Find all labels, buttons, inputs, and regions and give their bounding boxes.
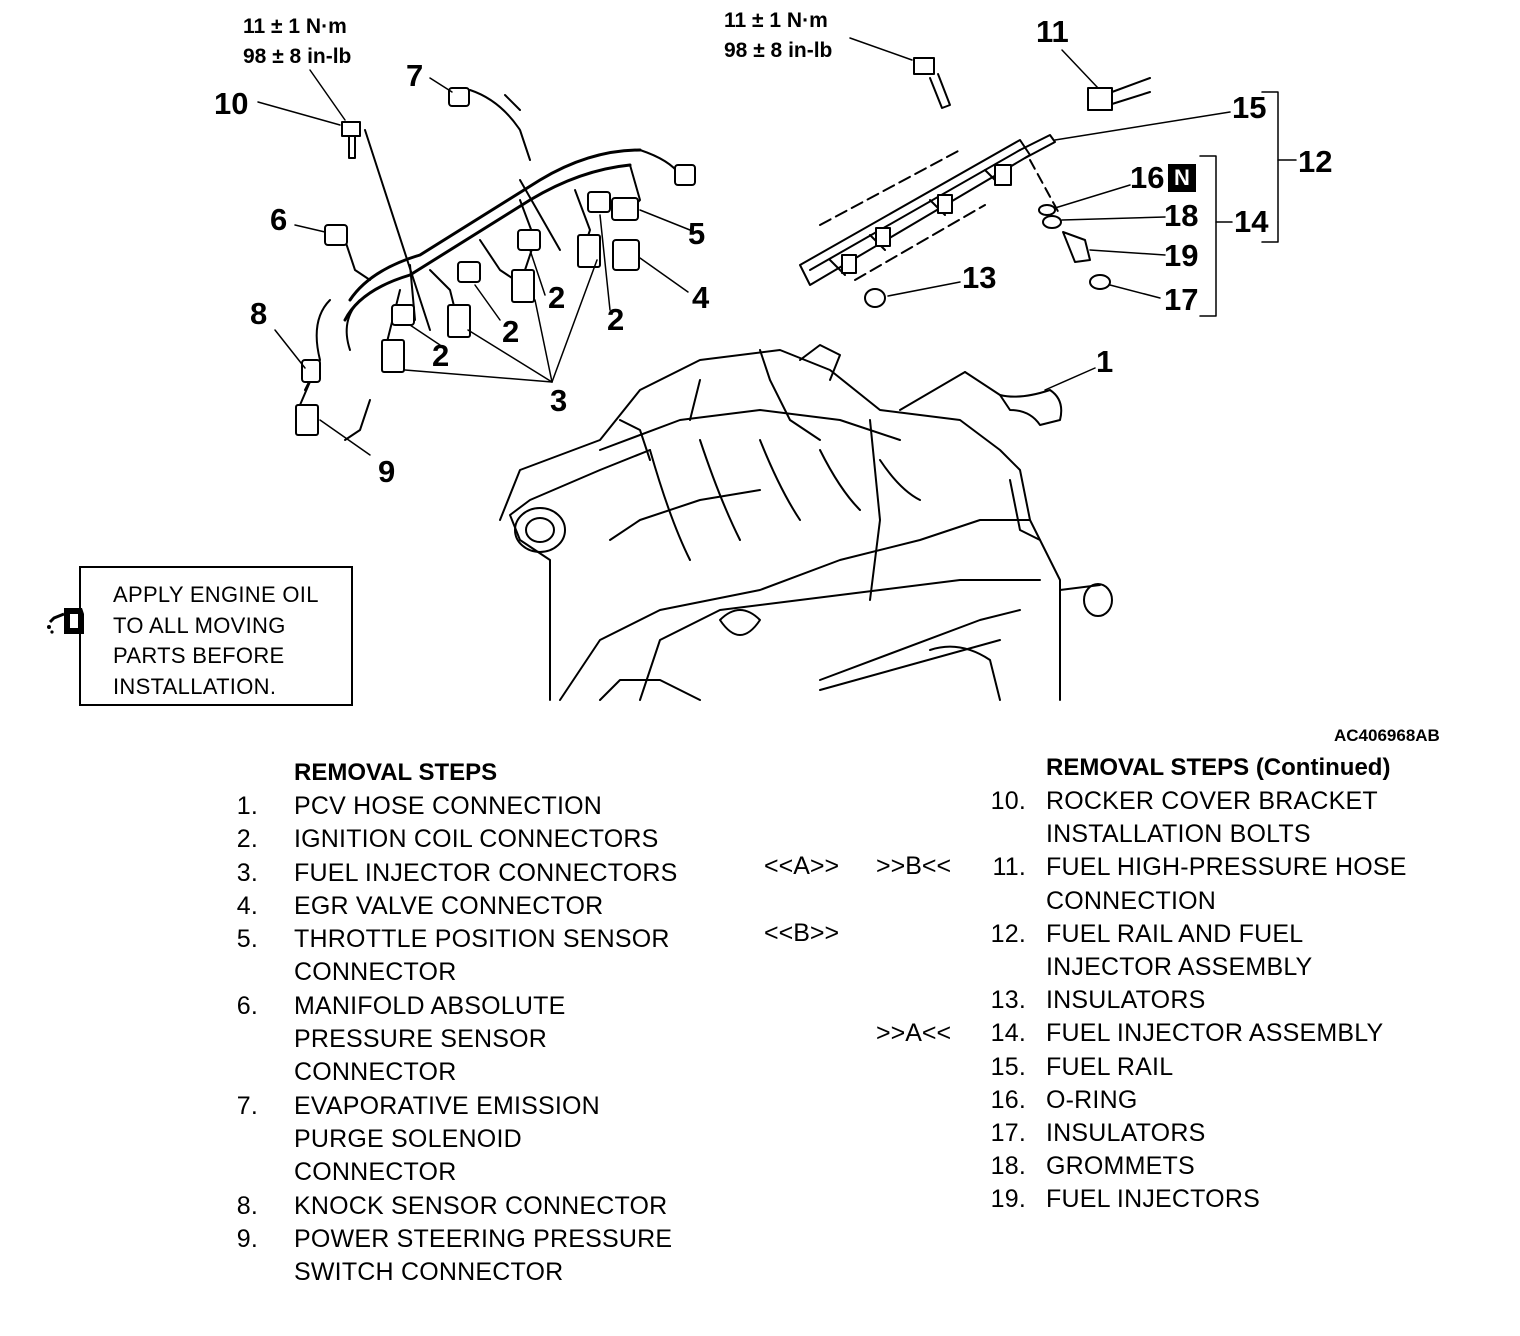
torque-inlb: 98 ± 8 in-lb [724, 39, 833, 62]
callout-9: 9 [378, 454, 396, 489]
torque-nm: 11 ± 1 N·m [243, 15, 347, 38]
step-text: PRESSURE SENSOR [294, 1025, 548, 1054]
left-steps-title: REMOVAL STEPS [294, 759, 498, 786]
note-line: INSTALLATION. [113, 673, 277, 699]
callout-2: 2 [548, 280, 566, 315]
engine-illustration [499, 344, 1113, 701]
torque-nm: 11 ± 1 N·m [724, 9, 828, 32]
step-text: MANIFOLD ABSOLUTE [294, 991, 566, 1020]
note-line: APPLY ENGINE OIL [113, 582, 319, 607]
step-text: O-RING [1046, 1085, 1138, 1114]
callout-3: 3 [550, 383, 568, 418]
step-number: 19. [990, 1185, 1026, 1214]
step-text: SWITCH CONNECTOR [294, 1258, 564, 1287]
step-number: 2. [236, 825, 258, 854]
step-number: 13. [990, 986, 1026, 1015]
marker-b-install: >>B<< [876, 852, 952, 880]
step-text: PCV HOSE CONNECTION [294, 792, 602, 820]
torque-spec-right: 11 ± 1 N·m 98 ± 8 in-lb [724, 6, 832, 66]
step-number: 18. [990, 1152, 1026, 1181]
callout-16: 16 [1130, 160, 1165, 195]
bolts [341, 57, 951, 159]
callout-4: 4 [692, 280, 710, 315]
step-text: FUEL HIGH-PRESSURE HOSE [1046, 853, 1407, 882]
marker-b-removal: <<B>> [764, 919, 840, 947]
new-part-badge: N [1168, 164, 1196, 192]
step-text: ROCKER COVER BRACKET [1046, 787, 1378, 815]
callout-10: 10 [214, 86, 249, 121]
callout-2: 2 [607, 302, 625, 337]
step-text: FUEL RAIL [1046, 1052, 1174, 1081]
callout-1: 1 [1096, 344, 1114, 379]
step-number: 8. [236, 1191, 258, 1220]
leader-lines [257, 37, 1297, 456]
right-steps-title: REMOVAL STEPS (Continued) [1046, 754, 1391, 781]
step-text: KNOCK SENSOR CONNECTOR [294, 1191, 668, 1220]
step-text: INSTALLATION BOLTS [1046, 820, 1311, 849]
step-number: 4. [236, 891, 258, 920]
callout-17: 17 [1164, 282, 1199, 317]
step-text: FUEL RAIL AND FUEL [1046, 919, 1304, 948]
step-text: EGR VALVE CONNECTOR [294, 891, 604, 920]
step-number: 7. [236, 1091, 258, 1120]
step-text: EVAPORATIVE EMISSION [294, 1091, 600, 1120]
callout-8: 8 [250, 296, 268, 331]
callout-13: 13 [962, 260, 997, 295]
callout-2: 2 [502, 314, 520, 349]
step-number: 11. [992, 853, 1026, 882]
step-text: FUEL INJECTOR CONNECTORS [294, 858, 678, 887]
step-text: POWER STEERING PRESSURE [294, 1224, 673, 1253]
connectors [295, 87, 696, 436]
step-text: CONNECTION [1046, 886, 1217, 915]
step-text: THROTTLE POSITION SENSOR [294, 925, 670, 954]
step-text: GROMMETS [1046, 1152, 1195, 1181]
callout-5: 5 [688, 216, 706, 251]
fuel-rail-assembly [799, 77, 1151, 426]
callout-2: 2 [432, 338, 450, 373]
torque-inlb: 98 ± 8 in-lb [243, 45, 352, 68]
step-number: 9. [236, 1224, 258, 1253]
note-line: TO ALL MOVING [113, 612, 286, 638]
callout-19: 19 [1164, 238, 1199, 273]
step-text: IGNITION COIL CONNECTORS [294, 825, 659, 854]
step-number: 1. [236, 792, 258, 820]
step-text: CONNECTOR [294, 1058, 457, 1087]
marker-a-install: >>A<< [876, 1019, 952, 1047]
callout-18: 18 [1164, 198, 1199, 233]
step-number: 5. [236, 925, 258, 954]
callout-7: 7 [406, 58, 424, 93]
note-line: PARTS BEFORE [113, 643, 285, 668]
step-number: 10. [990, 787, 1026, 815]
step-text: CONNECTOR [294, 958, 457, 987]
step-number: 3. [236, 858, 258, 887]
step-number: 6. [236, 991, 258, 1020]
torque-spec-left: 11 ± 1 N·m 98 ± 8 in-lb [243, 12, 351, 72]
step-number: 12. [990, 919, 1026, 948]
marker-a-removal: <<A>> [764, 852, 840, 880]
callout-6: 6 [270, 202, 288, 237]
step-text: CONNECTOR [294, 1158, 457, 1187]
figure-reference-code: AC406968AB [1334, 726, 1440, 745]
engine-oil-note: APPLY ENGINE OIL TO ALL MOVING PARTS BEF… [79, 566, 353, 706]
step-text: FUEL INJECTORS [1046, 1185, 1260, 1214]
step-number: 17. [990, 1119, 1026, 1147]
step-text: INJECTOR ASSEMBLY [1046, 952, 1313, 981]
step-text: FUEL INJECTOR ASSEMBLY [1046, 1019, 1384, 1048]
step-text: INSULATORS [1046, 986, 1206, 1015]
callout-15: 15 [1232, 90, 1267, 125]
callout-14: 14 [1234, 204, 1269, 239]
callout-11: 11 [1036, 14, 1069, 49]
step-text: INSULATORS [1046, 1119, 1206, 1147]
exploded-diagram [257, 37, 1297, 701]
callout-12: 12 [1298, 144, 1333, 179]
step-text: PURGE SOLENOID [294, 1124, 522, 1153]
step-number: 14. [990, 1019, 1026, 1048]
step-number: 15. [990, 1052, 1026, 1081]
step-number: 16. [990, 1085, 1026, 1114]
